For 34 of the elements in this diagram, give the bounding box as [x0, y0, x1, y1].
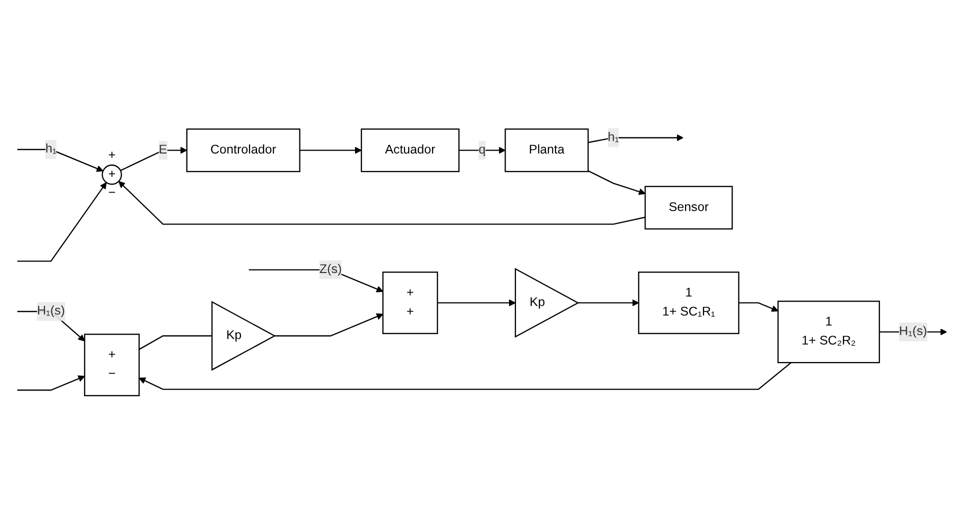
node-circle: + — [102, 164, 122, 184]
edge-label: h₁ — [45, 142, 57, 156]
connector — [138, 334, 212, 350]
arrow — [588, 170, 646, 195]
node-box: 1 1+ SC₂R₂ — [777, 300, 880, 363]
arrow — [588, 134, 684, 143]
arrow — [738, 302, 778, 312]
arrow — [17, 148, 104, 172]
node-label: − — [108, 186, 116, 200]
edge-label: h₁ — [608, 130, 620, 144]
arrow — [300, 146, 362, 154]
edge-label: H₁(s) — [899, 324, 928, 338]
edge-label: q — [478, 142, 486, 156]
node-box: Actuador — [360, 128, 460, 172]
arrow — [17, 374, 85, 390]
node-box: + − — [84, 333, 140, 396]
arrow — [118, 180, 646, 224]
node-box: Sensor — [644, 185, 733, 230]
node-box: + + — [382, 271, 438, 334]
node-label: + — [108, 148, 116, 162]
arrow — [458, 146, 506, 154]
arrow — [17, 182, 107, 262]
arrow — [138, 362, 792, 390]
edge-label: H₁(s) — [36, 304, 65, 318]
node-box: Controlador — [186, 128, 300, 172]
arrow — [578, 298, 639, 306]
node-box: 1 1+ SC₁R₁ — [638, 271, 740, 334]
arrow — [120, 146, 188, 171]
arrow — [248, 268, 384, 292]
edge-label: Z(s) — [319, 262, 342, 276]
arrow — [274, 312, 384, 336]
node-box: Planta — [504, 128, 589, 172]
edge-label: E — [158, 142, 168, 156]
arrow — [437, 298, 516, 306]
